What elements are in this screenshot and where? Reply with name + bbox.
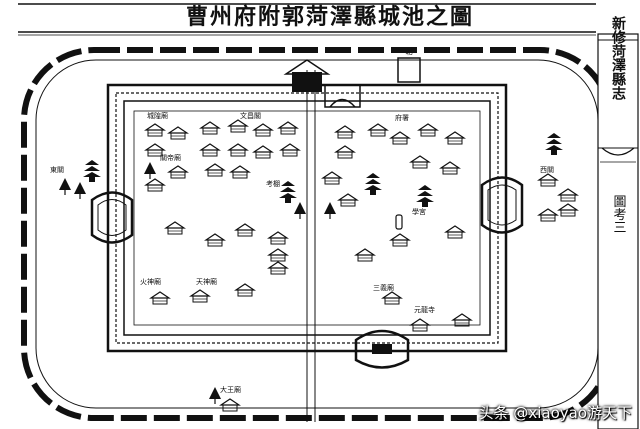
label-wenchang-pavilion: 文昌閣 — [240, 111, 261, 120]
outside-east-complex — [538, 133, 578, 222]
label-guandi-temple: 關帝廟 — [160, 153, 181, 162]
label-west-suburb: 西關 — [540, 166, 554, 174]
east-gate — [480, 176, 524, 234]
label-city-god-temple: 城隍廟 — [147, 111, 168, 120]
label-yuanlong-temple: 元龍寺 — [414, 305, 435, 314]
watermark-text: 头条 @xiaoyao游天下 — [478, 404, 632, 422]
label-tianshen-temple: 天神廟 — [196, 277, 217, 286]
label-dawang-temple: 大王廟 — [220, 385, 241, 394]
side-panel — [597, 33, 639, 429]
temple-cluster-right-bottom — [355, 225, 472, 332]
side-section-label: 圖考三 — [611, 195, 627, 234]
temple-cluster-right-top — [322, 123, 465, 207]
outside-west-complex — [58, 160, 101, 200]
label-prefecture-office: 府署 — [395, 113, 409, 122]
outer-moat-wall — [21, 47, 613, 421]
map-title: 曹州府附郭菏澤縣城池之圖 — [186, 4, 474, 30]
pagoda-left — [279, 181, 297, 203]
north-gate — [283, 59, 361, 108]
label-fire-god-temple: 火神廟 — [140, 277, 161, 286]
north-gate-tablet: 北 — [397, 48, 421, 83]
pagoda-right — [364, 173, 434, 207]
north-gate-label: 北 — [406, 48, 413, 56]
south-gate — [354, 329, 410, 369]
west-gate — [90, 191, 134, 244]
label-school-palace: 學宮 — [412, 207, 426, 216]
label-sanyi-temple: 三義廟 — [373, 283, 394, 292]
stele-right — [395, 214, 403, 230]
label-east-suburb: 東關 — [50, 165, 64, 174]
label-exam-hall: 考棚 — [266, 179, 280, 188]
temple-cluster-left-mid — [150, 221, 288, 305]
side-book-title: 新修菏澤縣志 — [610, 15, 627, 101]
